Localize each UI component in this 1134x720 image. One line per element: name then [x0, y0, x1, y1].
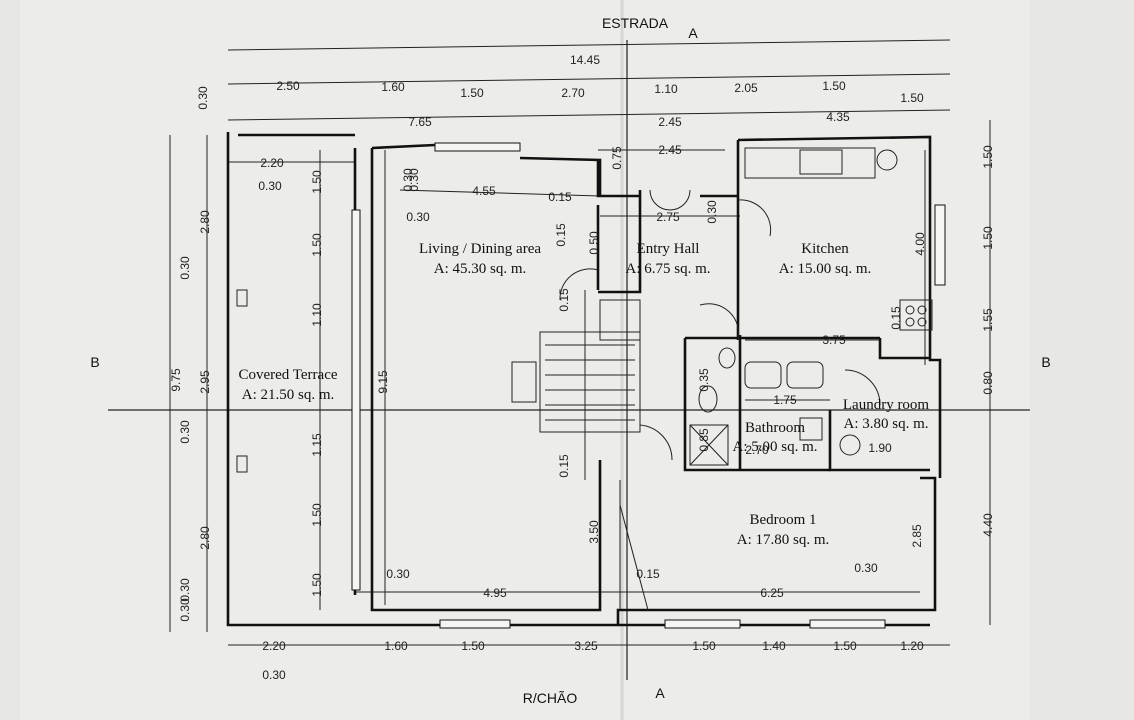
dim-interior: 2.20 [260, 156, 284, 170]
dim-interior: 0.15 [557, 454, 571, 478]
dim-interior: 0.75 [610, 146, 624, 170]
dim-overall: 14.45 [570, 53, 600, 67]
dim-right: 1.50 [981, 226, 995, 250]
laundry-area: A: 3.80 sq. m. [843, 416, 928, 432]
dim-top: 1.50 [460, 86, 484, 100]
dim-interior: 0.30 [406, 210, 430, 224]
dim-row3: 2.45 [658, 143, 682, 157]
dim-interior: 0.30 [705, 200, 719, 224]
dim-interior: 4.95 [483, 586, 507, 600]
dim-interior: 3.75 [822, 333, 846, 347]
dim-left: 2.80 [198, 210, 212, 234]
living-name: Living / Dining area [419, 241, 541, 257]
dim-interior: 1.75 [773, 393, 797, 407]
dim-interior: 0.30 [178, 598, 192, 622]
floor-label: R/CHÃO [523, 690, 578, 706]
living-area: A: 45.30 sq. m. [434, 261, 527, 277]
bathroom-area: A: 5.00 sq. m. [732, 439, 817, 455]
dim-top: 1.50 [900, 91, 924, 105]
dim-interior: 2.75 [656, 210, 680, 224]
dim-left: 0.30 [178, 420, 192, 444]
dim-bottom: 1.50 [461, 639, 485, 653]
dim-top: 2.50 [276, 79, 300, 93]
dim-interior: 0.15 [889, 306, 903, 330]
dim-interior: 0.15 [557, 288, 571, 312]
dim-left: 0.30 [178, 256, 192, 280]
dim-bottom: 2.20 [262, 639, 286, 653]
dim-bottom: 1.20 [900, 639, 924, 653]
dim-bottom: 1.40 [762, 639, 786, 653]
dim-interior: 1.90 [868, 441, 892, 455]
dim-interior: 4.55 [472, 184, 496, 198]
dim-left: 2.80 [198, 526, 212, 550]
dim-bottom: 1.60 [384, 639, 408, 653]
dim-terrace: 1.50 [310, 170, 324, 194]
dim-right: 1.50 [981, 145, 995, 169]
dim-interior: 0.15 [554, 223, 568, 247]
bedroom-name: Bedroom 1 [749, 512, 816, 528]
dim-interior: 0.85 [697, 428, 711, 452]
dim-row2: 2.45 [658, 115, 682, 129]
dim-top: 1.10 [654, 82, 678, 96]
dim-terrace: 1.50 [310, 503, 324, 527]
dimension-text: 14.45 2.50 1.60 1.50 2.70 1.10 2.05 1.50… [169, 53, 995, 682]
dim-top: 1.60 [381, 80, 405, 94]
dimension-lines [169, 39, 991, 646]
dim-left: 0.30 [178, 578, 192, 602]
section-b-right-label: B [1041, 354, 1050, 370]
section-a-bottom-label: A [655, 685, 665, 701]
dim-interior: 0.30 [258, 179, 282, 193]
dim-top: 2.05 [734, 81, 758, 95]
paper-sheet [20, 0, 1030, 720]
dim-bottom: 3.25 [574, 639, 598, 653]
dim-interior: 2.85 [910, 524, 924, 548]
dim-terrace: 1.10 [310, 303, 324, 327]
dim-interior: 0.30 [854, 561, 878, 575]
dim-top: 2.70 [561, 86, 585, 100]
dim-left: 0.30 [196, 86, 210, 110]
dim-interior: 6.25 [760, 586, 784, 600]
dim-terrace: 1.50 [310, 233, 324, 257]
kitchen-area: A: 15.00 sq. m. [779, 261, 872, 277]
dim-bottom: 1.50 [692, 639, 716, 653]
dim-interior: 0.15 [548, 190, 572, 204]
terrace-area: A: 21.50 sq. m. [242, 387, 335, 403]
dim-living-height: 9.15 [376, 370, 390, 394]
entry-name: Entry Hall [637, 241, 700, 257]
fixtures [236, 147, 933, 611]
dim-left-total: 9.75 [169, 368, 183, 392]
dim-right: 0.80 [981, 371, 995, 395]
road-label: ESTRADA [602, 15, 669, 31]
dim-interior: 4.00 [913, 232, 927, 256]
dim-interior: 0.15 [636, 567, 660, 581]
dim-interior: 2.70 [745, 443, 769, 457]
room-labels: Covered Terrace A: 21.50 sq. m. Living /… [238, 241, 929, 548]
kitchen-name: Kitchen [801, 241, 849, 257]
section-a-top-label: A [688, 25, 698, 41]
dim-terrace: 1.15 [310, 433, 324, 457]
entry-area: A: 6.75 sq. m. [625, 261, 710, 277]
dim-row2: 4.35 [826, 110, 850, 124]
dim-bottom: 1.50 [833, 639, 857, 653]
dim-right: 1.55 [981, 308, 995, 332]
dim-left: 2.95 [198, 370, 212, 394]
dim-interior: 0.35 [697, 368, 711, 392]
dim-right: 4.40 [981, 513, 995, 537]
dim-interior: 0.30 [386, 567, 410, 581]
dim-interior: 0.30 [401, 168, 415, 192]
bedroom-area: A: 17.80 sq. m. [737, 532, 830, 548]
dim-terrace: 1.50 [310, 573, 324, 597]
bathroom-name: Bathroom [745, 420, 805, 436]
laundry-name: Laundry room [843, 397, 930, 413]
dim-row2: 7.65 [408, 115, 432, 129]
windows [351, 142, 946, 629]
terrace-name: Covered Terrace [238, 367, 337, 383]
dim-interior: 3.50 [587, 520, 601, 544]
dim-interior: 0.30 [407, 168, 421, 192]
dim-interior: 0.30 [262, 668, 286, 682]
dim-top: 1.50 [822, 79, 846, 93]
dim-interior: 0.50 [587, 231, 601, 255]
section-b-left-label: B [90, 354, 99, 370]
